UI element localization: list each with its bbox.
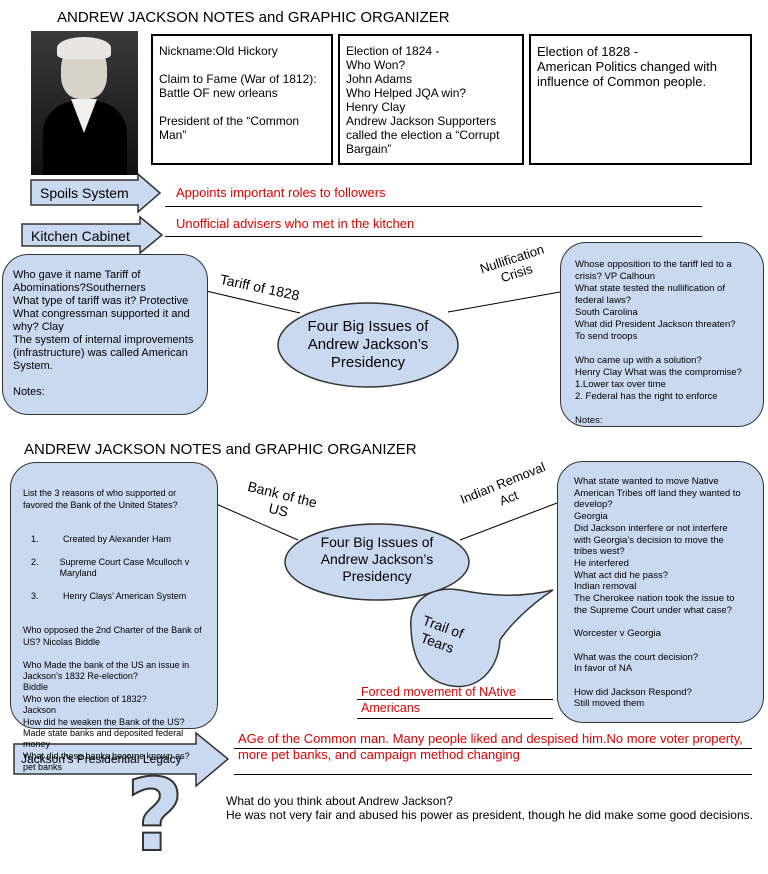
- issues-ellipse-1: [277, 302, 459, 388]
- bank-reason-1: 1.Created by Alexander Ham: [31, 534, 172, 545]
- legacy-rule-2: [234, 774, 752, 775]
- nickname-box: Nickname:Old Hickory Claim to Fame (War …: [151, 34, 333, 165]
- legacy-rule-1: [234, 748, 752, 749]
- trail-of-tears-answer: Forced movement of NAtive Americans: [361, 685, 516, 715]
- bank-bubble: List the 3 reasons of who supported or f…: [10, 462, 218, 772]
- bank-rest: Who opposed the 2nd Charter of the Bank …: [23, 625, 202, 773]
- portrait-hair: [57, 37, 111, 59]
- spoils-system-answer: Appoints important roles to followers: [176, 185, 386, 200]
- legacy-arrow-shape: [13, 731, 230, 788]
- indian-removal-bubble: What state wanted to move Native America…: [557, 461, 764, 723]
- election-1828-box: Election of 1828 - American Politics cha…: [529, 34, 752, 165]
- spoils-system-label: Spoils System: [40, 185, 129, 201]
- reflection: What do you think about Andrew Jackson? …: [226, 794, 756, 822]
- election-1824-box: Election of 1824 - Who Won? John Adams W…: [338, 34, 524, 165]
- bank-reason-2: 2.Supreme Court Case Mculloch v Maryland: [31, 556, 190, 579]
- kitchen-cabinet-answer: Unofficial advisers who met in the kitch…: [176, 216, 415, 231]
- bank-reason-3: 3.Henry Clays’ American System: [31, 591, 187, 602]
- nullification-bubble: Whose opposition to the tariff led to a …: [560, 242, 764, 427]
- issues-center-1: Four Big Issues of Andrew Jackson’s Pres…: [307, 318, 429, 371]
- jackson-portrait: [31, 31, 138, 175]
- tariff-bubble: Who gave it name Tariff of Abominations?…: [2, 254, 208, 415]
- bank-reasons-list: 1.Created by Alexander Ham 2.Supreme Cou…: [23, 523, 205, 614]
- legacy-label: Jackson’s Presidential Legacy: [21, 752, 182, 766]
- issues-center-2: Four Big Issues of Andrew Jackson’s Pres…: [320, 534, 434, 584]
- kitchen-cabinet-label: Kitchen Cabinet: [31, 228, 130, 244]
- spoils-arrow-shape: [30, 172, 162, 214]
- kitchen-rule: [165, 236, 702, 237]
- trail-rule-1: [357, 699, 553, 700]
- legacy-answer: AGe of the Common man. Many people liked…: [238, 731, 743, 762]
- reflection-prompt: What do you think about Andrew Jackson?: [226, 794, 453, 808]
- bank-intro: List the 3 reasons of who supported or f…: [23, 488, 178, 510]
- spoils-rule: [165, 206, 702, 207]
- kitchen-arrow-shape: [21, 215, 164, 255]
- issues-ellipse-2: [284, 523, 470, 601]
- trail-bubble-shape: [410, 588, 554, 688]
- reflection-answer: He was not very fair and abused his powe…: [226, 808, 753, 822]
- organizer2-title: ANDREW JACKSON NOTES and GRAPHIC ORGANIZ…: [24, 441, 417, 458]
- page-title: ANDREW JACKSON NOTES and GRAPHIC ORGANIZ…: [57, 9, 450, 26]
- question-mark-icon: ?: [125, 757, 185, 874]
- trail-rule-2: [357, 718, 553, 719]
